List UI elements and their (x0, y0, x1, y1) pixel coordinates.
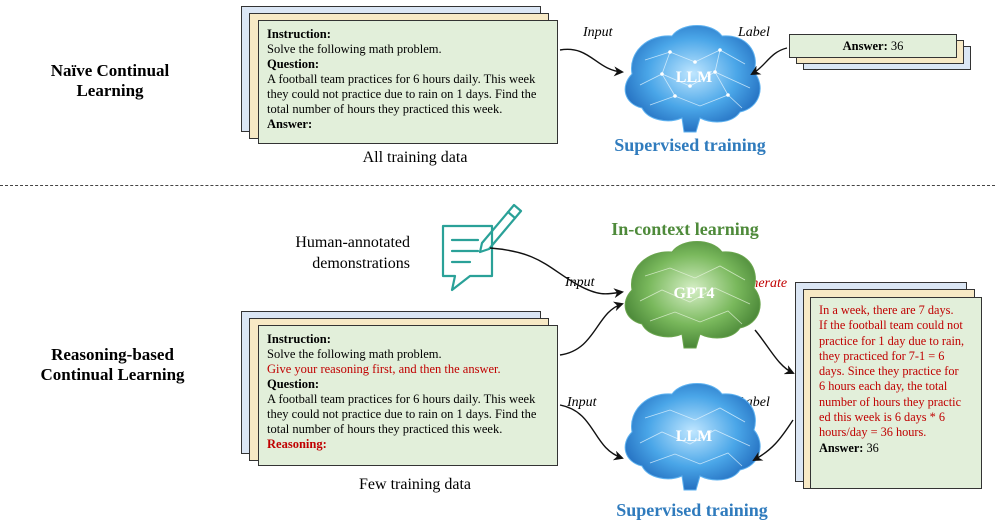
brain-icon (624, 383, 761, 491)
reasoning-line: days. Since they practice for (819, 364, 959, 379)
reasoning-section-label: Reasoning-based Continual Learning (5, 345, 220, 385)
naive-label-line2: Learning (76, 81, 144, 100)
gpt4-label: GPT4 (674, 285, 715, 302)
reasoning-label-line2: Continual Learning (40, 365, 185, 384)
training-example-card: Instruction: Solve the following math pr… (258, 20, 558, 144)
reasoning-line: In a week, there are 7 days. (819, 303, 954, 317)
question-line: they could not practice due to rain on 1… (267, 407, 537, 421)
reasoning-label-line1: Reasoning-based (51, 345, 174, 364)
question-line: total number of hours they practiced thi… (267, 422, 503, 436)
instruction-text: Solve the following math problem. (267, 42, 442, 56)
question-line: A football team practices for 6 hours da… (267, 392, 536, 406)
generated-answer-label: Answer: (819, 440, 864, 455)
instruction-label: Instruction: (267, 332, 331, 346)
answer-card: Answer: 36 (789, 34, 957, 58)
few-training-data-caption: Few training data (359, 476, 471, 493)
question-line: they could not practice due to rain on 1… (267, 87, 537, 101)
instruction-label: Instruction: (267, 27, 331, 41)
question-line: total number of hours they practiced thi… (267, 102, 503, 116)
question-label: Question: (267, 377, 320, 391)
generated-reasoning-card: In a week, there are 7 days. If the foot… (810, 297, 982, 489)
note-pen-icon (441, 203, 523, 292)
naive-label-line1: Naïve Continual (50, 61, 170, 80)
reasoning-line: hours/day = 36 hours. (819, 425, 927, 440)
in-context-learning-title: In-context learning (611, 219, 759, 239)
human-line2: demonstrations (312, 255, 410, 272)
brain-icon (624, 241, 761, 349)
reasoning-line: number of hours they practic (819, 394, 962, 409)
input-label: Input (583, 25, 613, 40)
reasoning-line: ed this week is 6 days * 6 (819, 410, 946, 425)
reasoning-line: practice for 1 day due to rain, (819, 333, 965, 348)
answer-label: Answer: (267, 117, 313, 131)
reasoning-label: Reasoning: (267, 437, 327, 451)
instruction-text: Solve the following math problem. (267, 347, 442, 361)
input-label-gpt: Input (565, 275, 595, 290)
brain-icon (624, 25, 761, 133)
supervised-training-title-top: Supervised training (614, 135, 766, 155)
question-line: A football team practices for 6 hours da… (267, 72, 536, 86)
all-training-data-caption: All training data (362, 149, 468, 166)
reasoning-instruction-text: Give your reasoning first, and then the … (267, 362, 501, 376)
reasoning-example-card: Instruction: Solve the following math pr… (258, 325, 558, 466)
section-divider (0, 185, 995, 186)
generated-answer-value: 36 (866, 440, 879, 455)
llm-label-bottom: LLM (676, 428, 712, 445)
reasoning-line: 6 hours each day, the total (819, 379, 948, 394)
answer-card-value: 36 (890, 39, 904, 53)
arrow-icon (489, 47, 795, 461)
label-label: Label (738, 25, 770, 40)
answer-card-label: Answer: (842, 39, 888, 53)
llm-label-top: LLM (676, 69, 712, 86)
input-label-llm: Input (567, 395, 597, 410)
reasoning-line: If the football team could not (819, 318, 963, 333)
human-line1: Human-annotated (295, 234, 410, 251)
human-demonstrations-label: Human-annotated demonstrations (270, 232, 410, 274)
supervised-training-title-bottom: Supervised training (616, 500, 768, 520)
naive-section-label: Naïve Continual Learning (20, 61, 200, 101)
question-label: Question: (267, 57, 320, 71)
reasoning-line: they practiced for 7-1 = 6 (819, 348, 945, 363)
